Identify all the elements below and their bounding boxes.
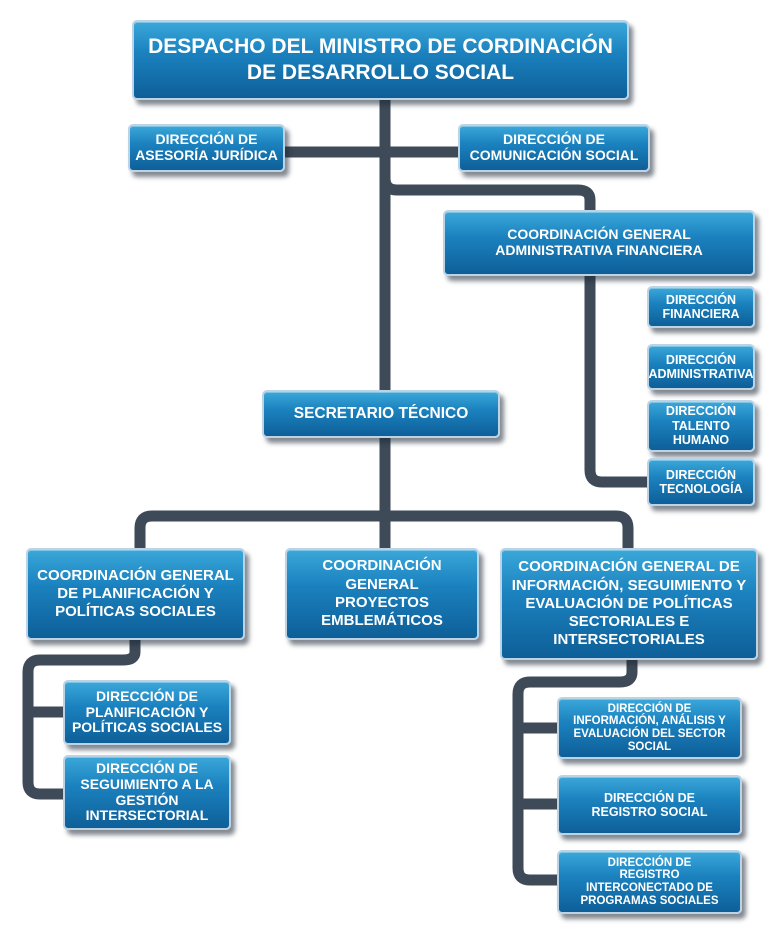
coordinacion-administrativa-line-1: COORDINACIÓN GENERAL — [507, 226, 691, 243]
coordinacion-planificacion-line-1: COORDINACIÓN GENERAL — [37, 566, 234, 584]
direccion-seguimiento-line-1: DIRECCIÓN DE — [96, 760, 198, 777]
direccion-financiera-line-1: DIRECCIÓN — [665, 292, 737, 307]
direccion-informacion-analisis-line-2: INFORMACIÓN, ANÁLISIS Y — [573, 715, 726, 728]
direccion-registro-interconectado-line-1: DIRECCIÓN DE — [607, 856, 692, 869]
direccion-administrativa-line-2: ADMINISTRATIVA — [648, 367, 754, 381]
connector-admin-vertical — [584, 270, 654, 488]
coordinacion-administrativa-line-2: ADMINISTRATIVA FINANCIERA — [495, 242, 703, 258]
direccion-planificacion-line-2: PLANIFICACIÓN Y — [85, 703, 209, 720]
direccion-seguimiento-line-4: INTERSECTORIAL — [85, 807, 209, 824]
despacho-ministro-line-2: DE DESARROLLO SOCIAL — [246, 61, 515, 84]
direccion-tecnologia-line-2: TECNOLOGÍA — [659, 482, 743, 496]
direccion-registro-interconectado-line-2: REGISTRO — [619, 869, 680, 882]
coordinacion-proyectos-line-3: PROYECTOS — [335, 594, 429, 611]
coordinacion-proyectos-line-1: COORDINACIÓN — [322, 557, 442, 575]
connector-informacion-vertical — [512, 654, 638, 886]
coordinacion-informacion-line-2: INFORMACIÓN, SEGUIMIENTO Y — [511, 576, 747, 594]
comunicacion-social-line-1: DIRECCIÓN DE — [503, 131, 605, 148]
direccion-planificacion-line-3: POLÍTICAS SOCIALES — [71, 719, 223, 736]
coordinacion-informacion-line-5: INTERSECTORIALES — [553, 631, 705, 649]
direccion-informacion-analisis-line-4: SOCIAL — [627, 740, 672, 753]
connector-admin-branch — [379, 172, 596, 220]
direccion-registro-interconectado-line-3: INTERCONECTADO DE — [586, 882, 713, 894]
direccion-registro-interconectado-line-4: PROGRAMAS SOCIALES — [580, 894, 719, 907]
direccion-registro-social-line-2: REGISTRO SOCIAL — [591, 805, 708, 819]
direccion-planificacion-line-1: DIRECCIÓN DE — [96, 687, 198, 704]
coordinacion-proyectos-line-2: GENERAL — [345, 575, 419, 593]
direccion-tecnologia-line-1: DIRECCIÓN — [665, 467, 737, 482]
asesoria-juridica-line-1: DIRECCIÓN DE — [155, 131, 258, 148]
direccion-talento-humano-line-3: HUMANO — [672, 433, 730, 448]
direccion-financiera-line-2: FINANCIERA — [662, 307, 740, 321]
direccion-registro-social-line-1: DIRECCIÓN DE — [604, 790, 695, 805]
asesoria-juridica-line-2: ASESORÍA JURÍDICA — [135, 147, 278, 163]
direccion-seguimiento-line-2: SEGUIMIENTO A LA — [80, 775, 214, 792]
direccion-informacion-analisis-line-3: EVALUACIÓN DEL SECTOR — [573, 728, 726, 740]
direccion-informacion-analisis-line-1: DIRECCIÓN DE — [607, 702, 692, 715]
secretario-tecnico-line-1: SECRETARIO TÉCNICO — [293, 405, 469, 423]
despacho-ministro-box: DESPACHO DEL MINISTRO DE CORDINACIÓN DE D… — [132, 20, 629, 100]
connector-planificacion-vertical — [22, 634, 141, 800]
coordinacion-planificacion-line-3: POLÍTICAS SOCIALES — [55, 603, 216, 621]
coordinacion-informacion-line-3: EVALUACIÓN DE POLÍTICAS — [525, 594, 733, 612]
direccion-talento-humano-line-1: DIRECCIÓN — [665, 404, 737, 419]
coordinacion-proyectos-line-4: EMBLEMÁTICOS — [321, 612, 443, 630]
direccion-administrativa-line-1: DIRECCIÓN — [665, 352, 737, 367]
direccion-seguimiento-line-3: GESTIÓN — [115, 791, 179, 808]
coordinacion-informacion-line-1: COORDINACIÓN GENERAL DE — [518, 558, 740, 576]
coordinacion-informacion-line-4: SECTORIALES E — [568, 613, 690, 631]
secretario-tecnico-box: SECRETARIO TÉCNICO — [262, 390, 500, 438]
despacho-ministro-line-1: DESPACHO DEL MINISTRO DE CORDINACIÓN — [148, 34, 613, 58]
direccion-talento-humano-line-2: TALENTO — [672, 418, 730, 433]
coordinacion-planificacion-line-2: DE PLANIFICACIÓN Y — [57, 584, 214, 602]
comunicacion-social-line-2: COMUNICACIÓN SOCIAL — [469, 147, 639, 163]
